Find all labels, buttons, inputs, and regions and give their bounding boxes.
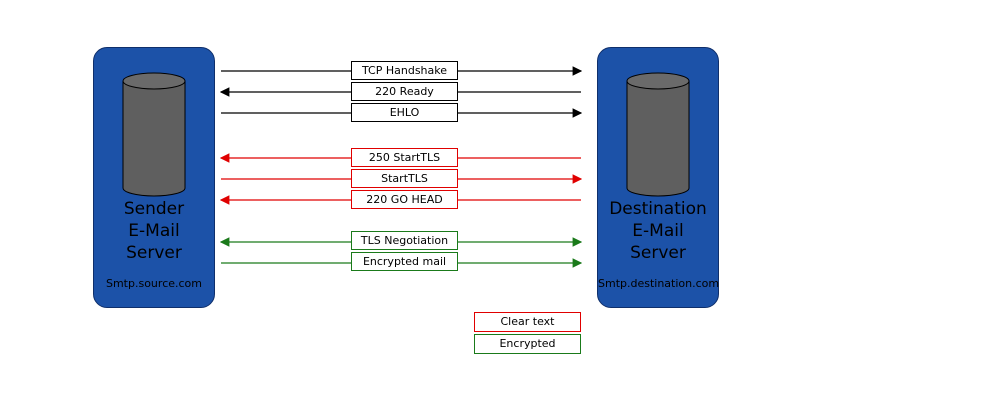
database-icon: [626, 72, 690, 197]
database-icon: [122, 72, 186, 197]
message-label-ehlo: EHLO: [351, 103, 458, 122]
legend-encrypted: Encrypted: [474, 334, 581, 354]
sender-hostname: Smtp.source.com: [105, 277, 202, 290]
message-label-starttls: StartTLS: [351, 169, 458, 188]
message-label-tcp-handshake: TCP Handshake: [351, 61, 458, 80]
sender-server-name: Sender E-Mail Server: [123, 199, 185, 263]
sender-server: Sender E-Mail Server Smtp.source.com: [93, 47, 215, 308]
message-label-220-ready: 220 Ready: [351, 82, 458, 101]
message-label-encrypted-mail: Encrypted mail: [351, 252, 458, 271]
message-label-220-go-head: 220 GO HEAD: [351, 190, 458, 209]
destination-server-name: Destination E-Mail Server: [609, 199, 707, 263]
message-label-250-starttls: 250 StartTLS: [351, 148, 458, 167]
message-label-tls-negotiation: TLS Negotiation: [351, 231, 458, 250]
destination-hostname: Smtp.destination.com: [598, 277, 720, 290]
legend-clear-text: Clear text: [474, 312, 581, 332]
destination-server: Destination E-Mail Server Smtp.destinati…: [597, 47, 719, 308]
